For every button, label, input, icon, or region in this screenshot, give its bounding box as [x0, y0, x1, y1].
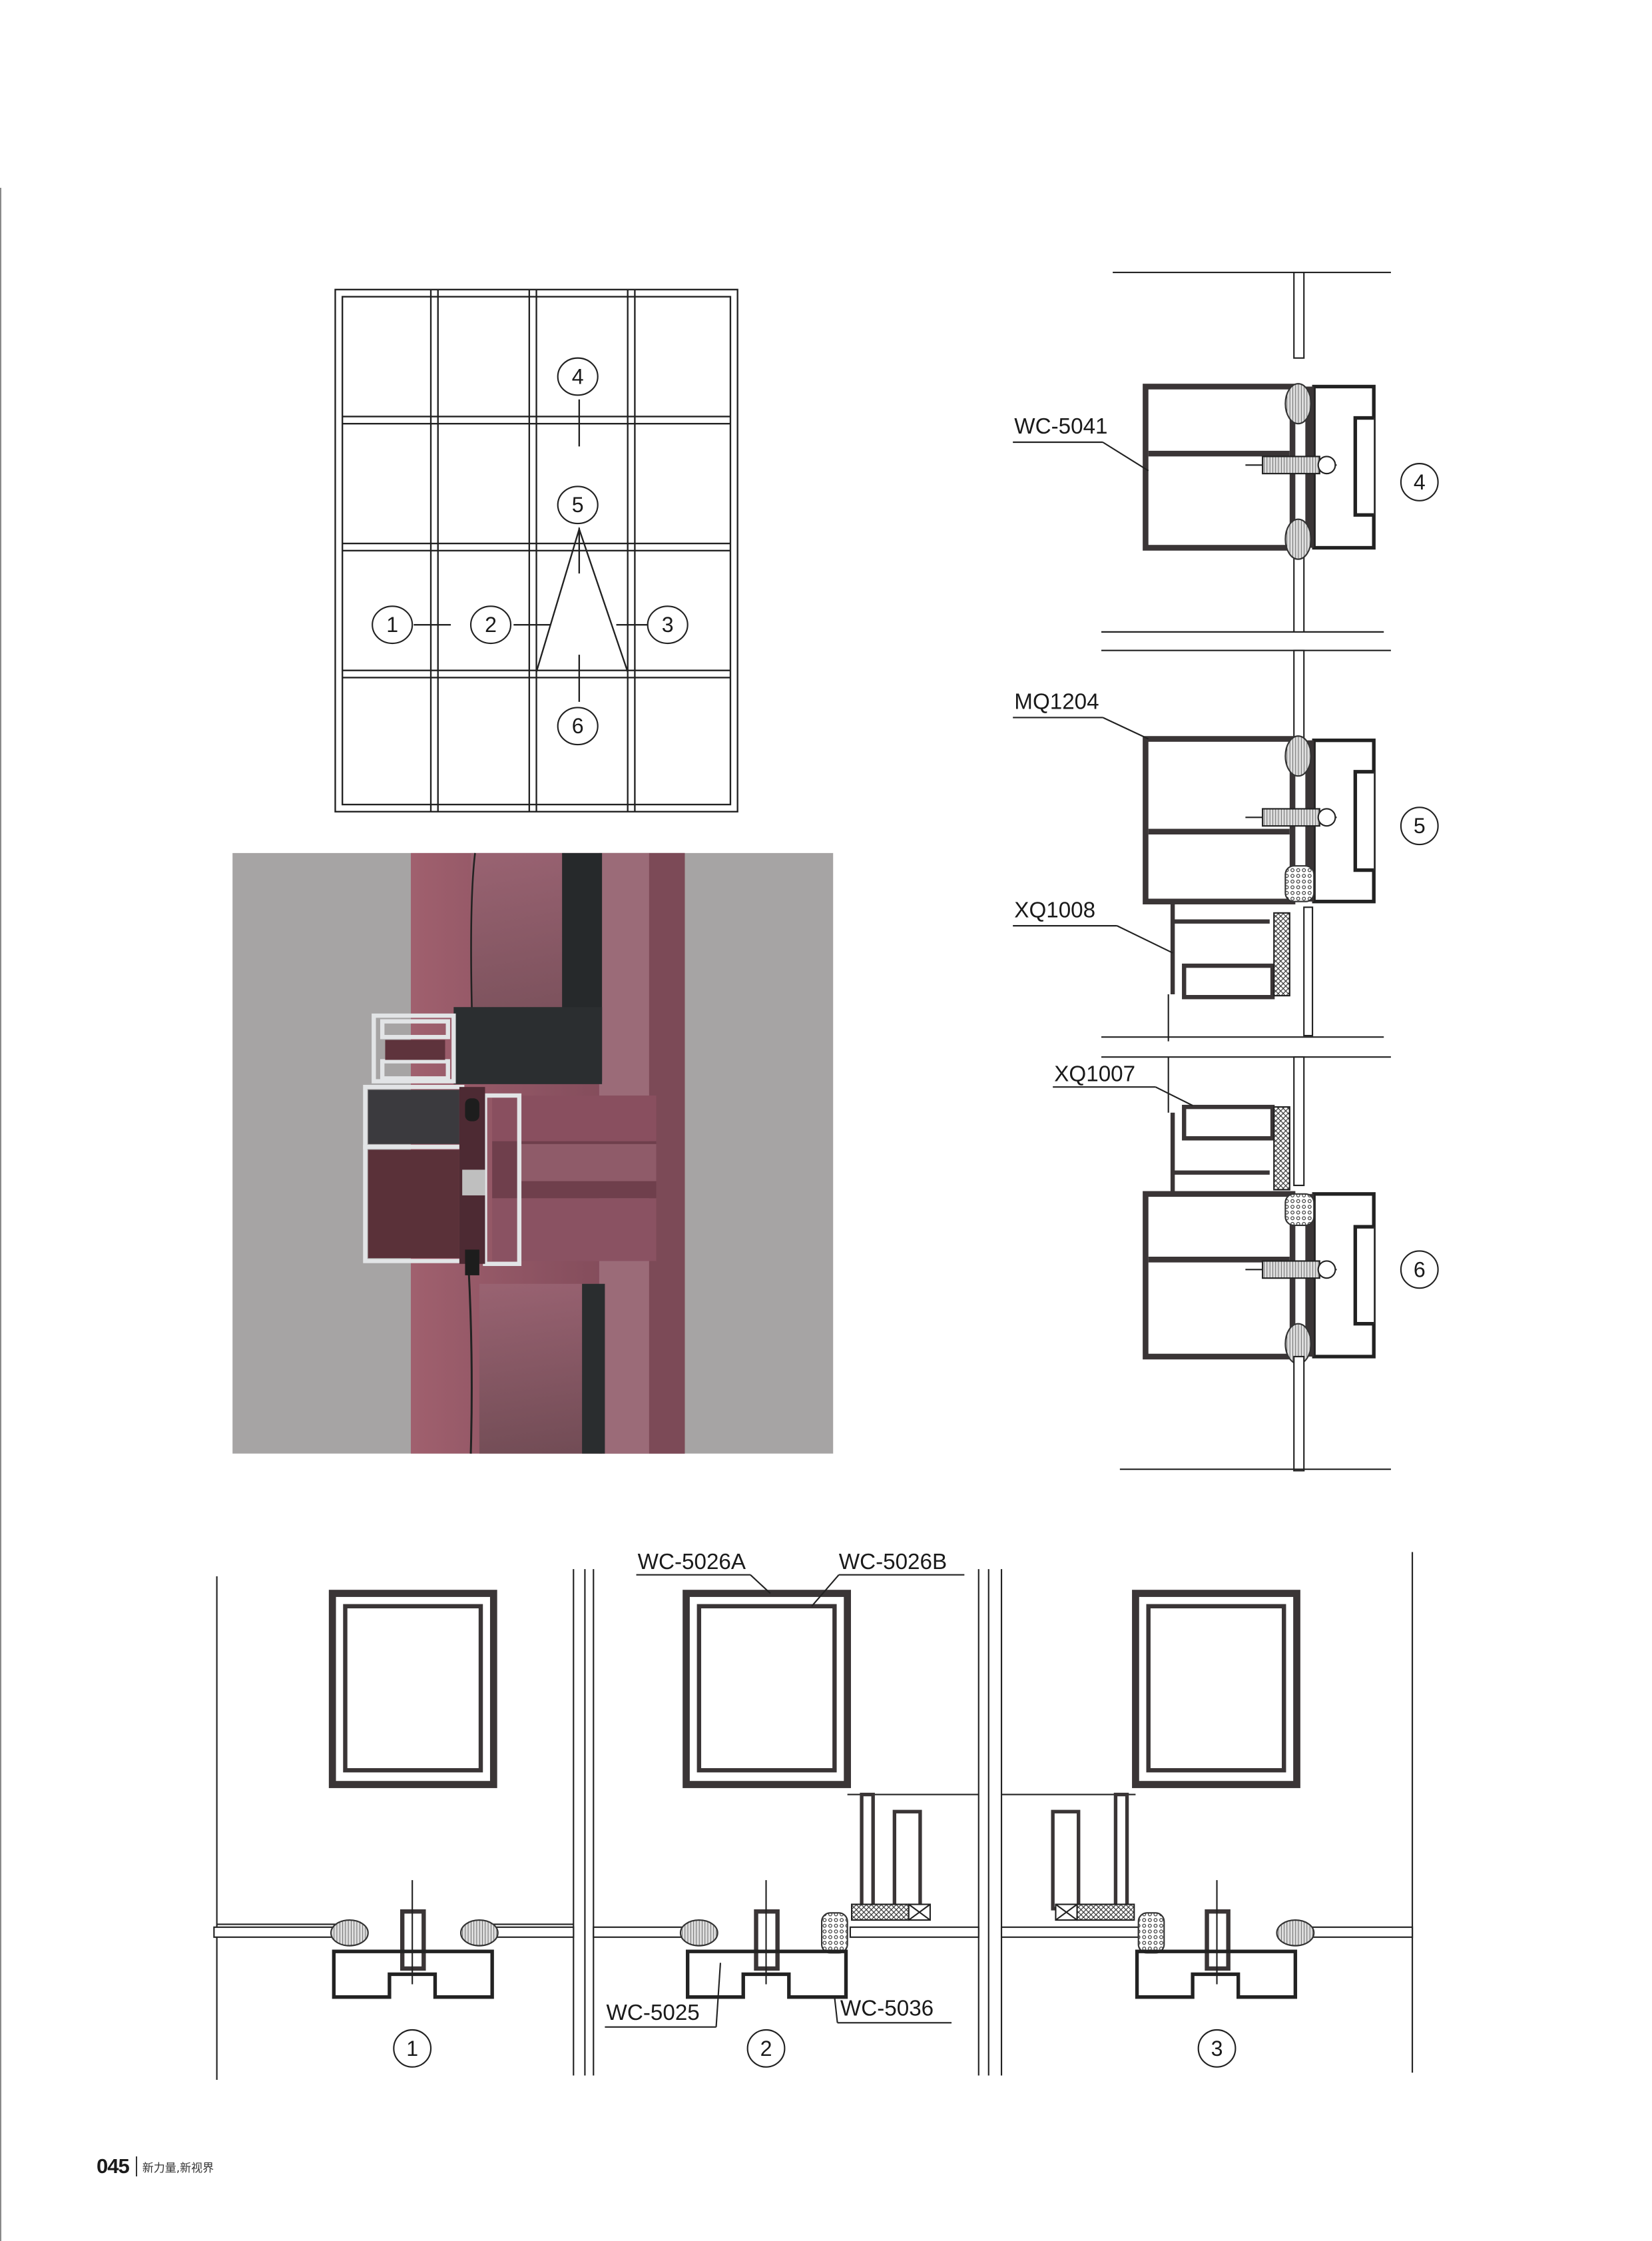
elevation-grid — [334, 288, 738, 812]
svg-text:6: 6 — [572, 714, 584, 738]
callout-4[interactable]: 4 — [557, 357, 599, 396]
footer-slogan: 新力量,新视界 — [142, 2161, 214, 2175]
section-detail-2: WC-5026A WC-5026B WC-5025 WC-5036 2 — [584, 1550, 989, 2076]
callout-2[interactable]: 2 — [469, 605, 512, 645]
svg-text:2: 2 — [485, 613, 497, 637]
callout-6[interactable]: 6 — [557, 707, 599, 746]
elevation-callouts: 1 2 3 4 5 6 — [372, 357, 688, 746]
callout-detail-6[interactable]: 6 — [1400, 1250, 1439, 1289]
callout-3[interactable]: 3 — [647, 605, 688, 645]
section-detail-1: 1 — [213, 1569, 575, 2080]
section-detail-5: XQ1008 MQ1204 5 — [1013, 649, 1439, 1042]
callout-detail-5[interactable]: 5 — [1400, 806, 1439, 846]
part-label-xq1008: XQ1008 — [1014, 898, 1095, 922]
callout-detail-4[interactable]: 4 — [1400, 463, 1439, 501]
part-label-wc5041: WC-5041 — [1014, 414, 1107, 439]
svg-text:6: 6 — [1414, 1257, 1426, 1281]
part-label-wc5025: WC-5025 — [607, 2001, 700, 2025]
callout-detail-2[interactable]: 2 — [746, 2029, 786, 2068]
part-label-wc5036: WC-5036 — [840, 1997, 934, 2021]
page-footer: 045 新力量,新视界 — [97, 2153, 214, 2180]
callout-1[interactable]: 1 — [372, 605, 413, 645]
part-label-xq1007: XQ1007 — [1054, 1062, 1135, 1087]
page-edge-rule — [0, 188, 1, 2241]
part-label-wc5026b: WC-5026B — [839, 1550, 947, 1574]
section-detail-3: 3 — [1000, 1552, 1414, 2076]
svg-text:4: 4 — [1414, 470, 1426, 494]
part-label-mq1204: MQ1204 — [1014, 690, 1099, 715]
svg-text:1: 1 — [406, 2037, 418, 2061]
svg-text:4: 4 — [572, 364, 584, 388]
svg-text:2: 2 — [760, 2037, 772, 2061]
section-detail-4: WC-5041 4 — [1013, 272, 1439, 633]
profile-render-image — [232, 852, 834, 1454]
callout-detail-3[interactable]: 3 — [1197, 2029, 1237, 2068]
footer-divider — [135, 2156, 137, 2176]
svg-text:5: 5 — [572, 493, 584, 517]
svg-text:5: 5 — [1414, 814, 1426, 838]
page-number: 045 — [97, 2154, 130, 2178]
section-detail-6: XQ1007 6 — [1053, 1056, 1439, 1472]
svg-text:1: 1 — [386, 613, 398, 637]
svg-text:3: 3 — [1211, 2037, 1223, 2061]
part-label-wc5026a: WC-5026A — [638, 1550, 746, 1574]
callout-5[interactable]: 5 — [557, 485, 599, 525]
svg-text:3: 3 — [662, 613, 674, 637]
callout-detail-1[interactable]: 1 — [393, 2029, 432, 2068]
